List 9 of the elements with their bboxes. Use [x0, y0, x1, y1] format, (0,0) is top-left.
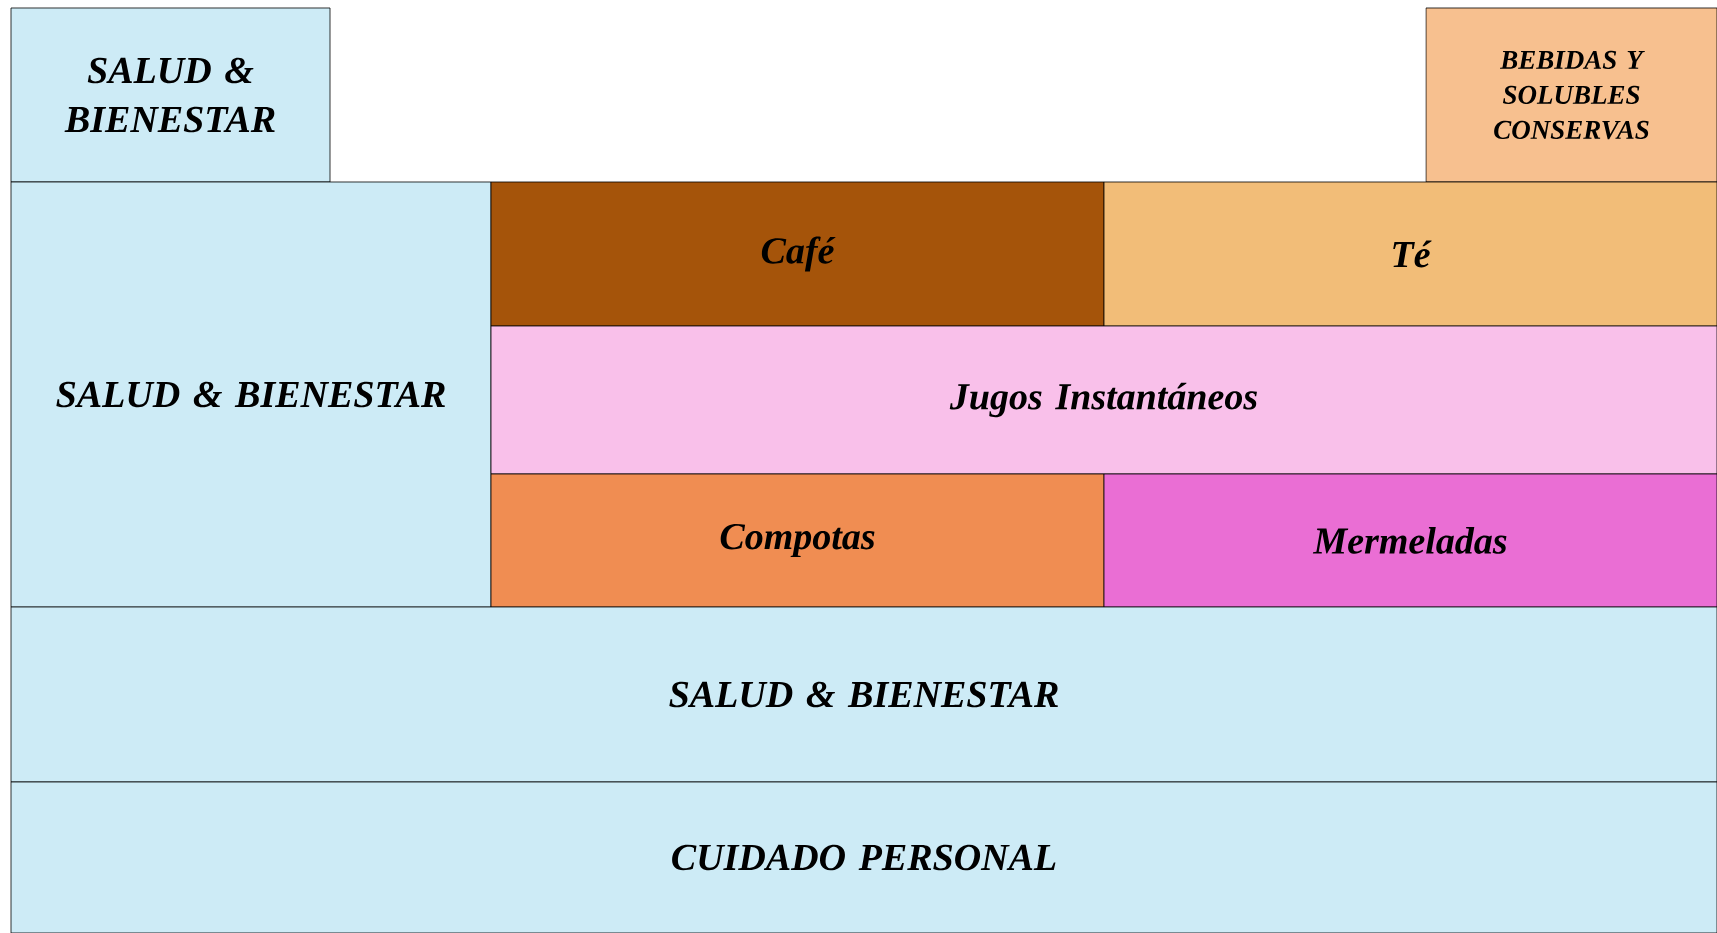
- category-box: BEBIDAS Y SOLUBLES CONSERVAS: [1425, 7, 1717, 183]
- category-box: SALUD & BIENESTAR: [10, 606, 1717, 783]
- category-box: Compotas: [490, 473, 1105, 608]
- category-box: Café: [490, 181, 1105, 327]
- category-box: Mermeladas: [1103, 473, 1717, 608]
- category-box: CUIDADO PERSONAL: [10, 781, 1717, 933]
- category-box: Té: [1103, 181, 1717, 327]
- category-box: Jugos Instantáneos: [490, 325, 1717, 475]
- category-box: SALUD & BIENESTAR: [10, 7, 331, 183]
